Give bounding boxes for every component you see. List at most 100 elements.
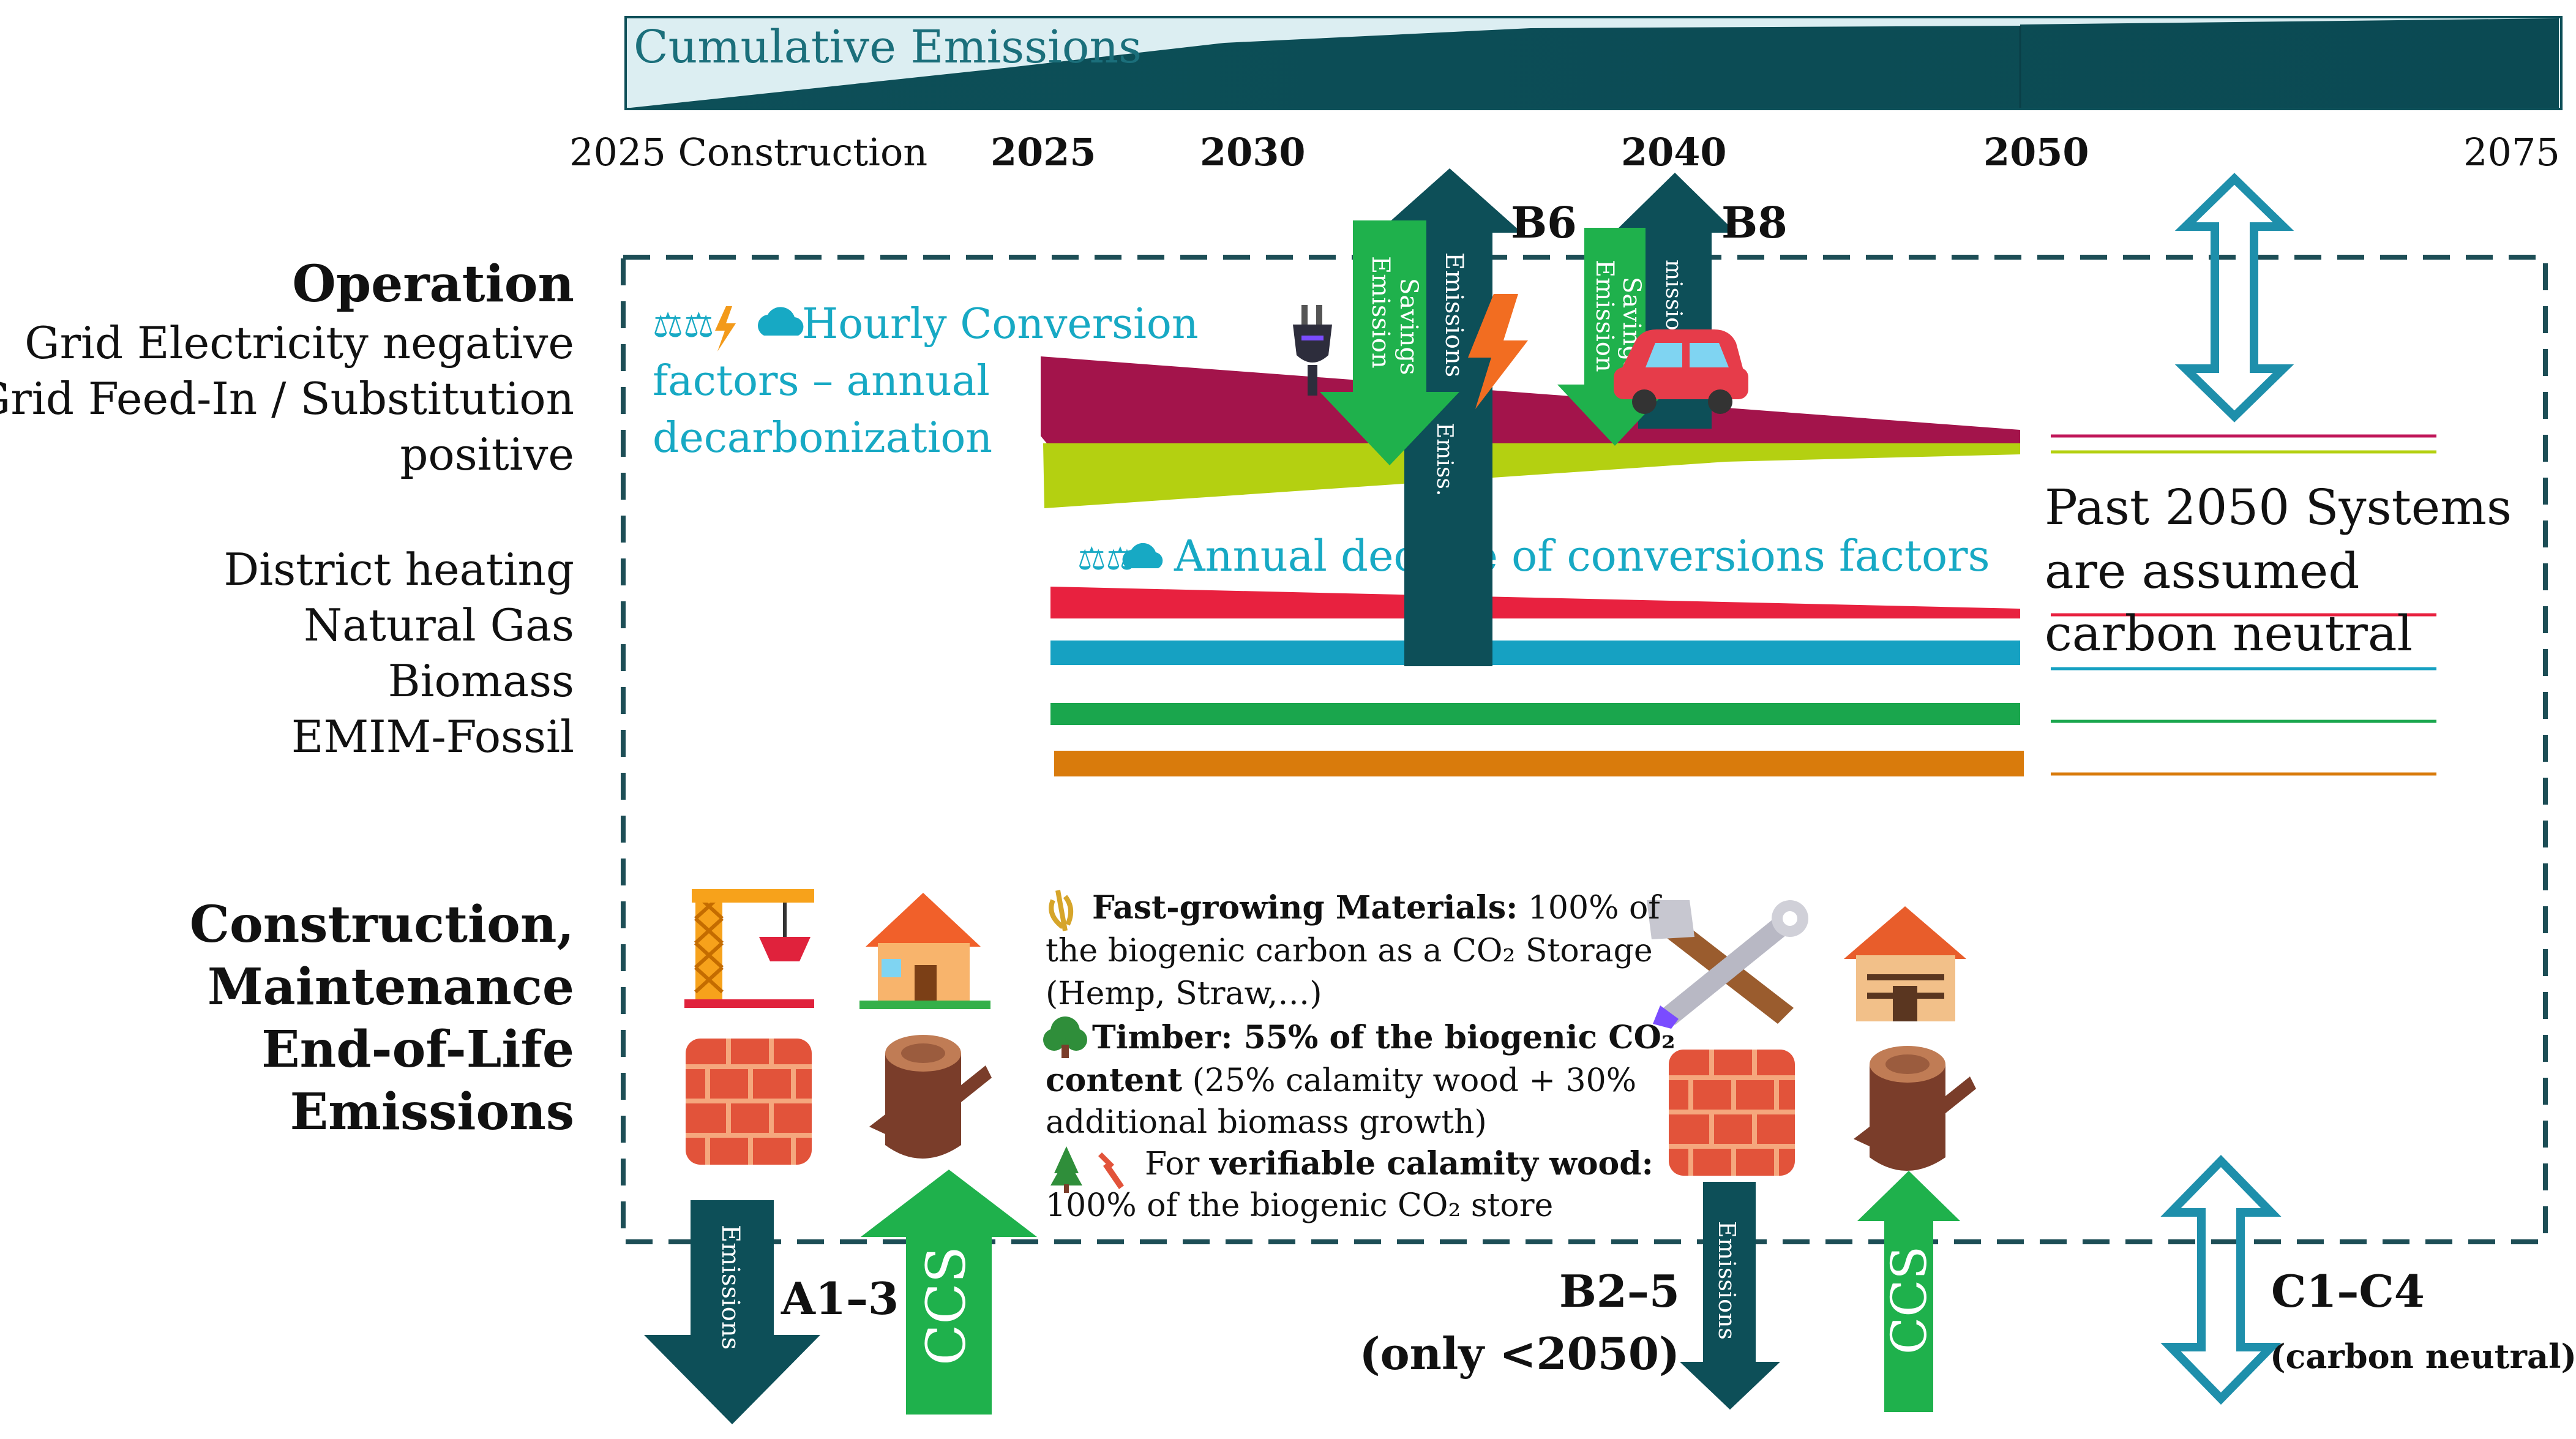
construction-heading-2: Maintenance bbox=[208, 958, 574, 1016]
year-2050: 2050 bbox=[1983, 130, 2089, 175]
b25-arrows: Emissions CCS B2–5 (only <2050) bbox=[1360, 1171, 1960, 1412]
year-2075: 2075 bbox=[2463, 130, 2560, 175]
year-2025: 2025 bbox=[990, 130, 1096, 175]
wheat-icon bbox=[1049, 890, 1074, 931]
b8-label: B8 bbox=[1721, 197, 1788, 248]
b6-emiss-label: Emiss. bbox=[1432, 423, 1457, 496]
operation-heading: Operation bbox=[292, 255, 574, 314]
bricks-icon-2 bbox=[1669, 1050, 1795, 1176]
b6-savings-down-arrow bbox=[1320, 220, 1459, 465]
calamity-line-1: For verifiable calamity wood: bbox=[1145, 1145, 1653, 1182]
a13-ccs-label: CCS bbox=[915, 1246, 978, 1366]
operation-line-3: positive bbox=[400, 429, 574, 480]
source-emim-fossil: EMIM-Fossil bbox=[291, 711, 574, 762]
b6-savings-label: Savings bbox=[1395, 278, 1423, 375]
grid-electricity-band bbox=[1041, 356, 2020, 443]
construction-icons bbox=[684, 889, 1976, 1176]
scale-icon: ⚖⚖ bbox=[653, 306, 714, 345]
b25-ccs-label: CCS bbox=[1881, 1246, 1938, 1354]
operation-line-1: Grid Electricity negative bbox=[24, 317, 574, 369]
log-icon bbox=[869, 1035, 992, 1159]
emim-fossil-band bbox=[1054, 751, 2024, 776]
construction-heading-1: Construction, bbox=[190, 895, 574, 954]
c14-label: C1–C4 bbox=[2271, 1265, 2425, 1317]
lightning-bolt-icon bbox=[1468, 294, 1528, 409]
a13-emissions-down-arrow bbox=[644, 1200, 820, 1424]
past-2050-note: Past 2050 Systems are assumed carbon neu… bbox=[2045, 479, 2512, 662]
grid-feed-in-band bbox=[1043, 443, 2020, 508]
hourly-note-line-1: Hourly Conversion bbox=[802, 300, 1199, 348]
past-2050-line-2: are assumed bbox=[2045, 543, 2359, 599]
construction-heading-3: End-of-Life bbox=[261, 1020, 574, 1079]
b6-label: B6 bbox=[1511, 197, 1577, 248]
b25-label: B2–5 bbox=[1559, 1265, 1680, 1317]
pine-icon bbox=[1050, 1146, 1082, 1185]
operation-labels: Operation Grid Electricity negative Grid… bbox=[0, 255, 574, 762]
district-heating-band bbox=[1050, 587, 2020, 618]
b25-note: (only <2050) bbox=[1360, 1328, 1680, 1380]
crane-icon bbox=[684, 889, 814, 1008]
cloud-icon-2 bbox=[1122, 543, 1163, 568]
fast-growing-line-2: the biogenic carbon as a CO₂ Storage bbox=[1046, 933, 1653, 969]
timber-line-3: additional biomass growth) bbox=[1046, 1104, 1487, 1141]
source-biomass: Biomass bbox=[388, 655, 574, 707]
tree-icon bbox=[1043, 1016, 1087, 1058]
cumulative-emissions-bar: Cumulative Emissions bbox=[624, 16, 2563, 110]
b6-arrow-group: Emission Savings Emissions Emiss. B6 bbox=[1293, 168, 1577, 666]
house-icon bbox=[859, 893, 990, 1009]
a13-arrows: Emissions CCS A1–3 bbox=[644, 1170, 1037, 1424]
c14-labels: C1–C4 (carbon neutral) bbox=[2270, 1265, 2576, 1376]
year-2025-construction: 2025 Construction bbox=[569, 130, 927, 175]
post2050-operation-double-arrow bbox=[2174, 173, 2294, 423]
past-2050-line-1: Past 2050 Systems bbox=[2045, 479, 2512, 536]
cumulative-label: Cumulative Emissions bbox=[634, 21, 1142, 73]
year-axis: 2025 Construction 2025 2030 2040 2050 20… bbox=[569, 130, 2560, 175]
damaged-house-icon bbox=[1844, 906, 1966, 1021]
calamity-line-2: 100% of the biogenic CO₂ store bbox=[1046, 1187, 1553, 1224]
timber-line-1: Timber: 55% of the biogenic CO₂ bbox=[1092, 1019, 1676, 1056]
b6-emission-label: Emission bbox=[1366, 256, 1395, 369]
a13-ccs-up-arrow bbox=[861, 1170, 1037, 1415]
cloud-icon bbox=[758, 307, 804, 336]
annual-note: ⚖⚖ Annual decline of conversions factors bbox=[1077, 531, 1990, 581]
b8-emission-label: Emission bbox=[1590, 260, 1619, 372]
hourly-note-line-3: decarbonization bbox=[653, 414, 992, 462]
hourly-note-line-2: factors – annual bbox=[653, 357, 990, 405]
biomass-band bbox=[1050, 703, 2020, 725]
past-2050-line-3: carbon neutral bbox=[2045, 605, 2413, 662]
cumulative-area bbox=[631, 18, 2559, 108]
a13-label: A1–3 bbox=[781, 1272, 899, 1324]
source-district-heating: District heating bbox=[223, 544, 574, 595]
operation-line-2: Grid Feed-In / Substitution bbox=[0, 373, 574, 424]
year-2040: 2040 bbox=[1621, 130, 1727, 175]
car-icon bbox=[1614, 329, 1748, 414]
fast-growing-line-3: (Hemp, Straw,…) bbox=[1046, 975, 1322, 1012]
timber-line-2: content (25% calamity wood + 30% bbox=[1046, 1062, 1636, 1099]
b25-emissions-down-arrow bbox=[1680, 1182, 1780, 1410]
fast-growing-line-1: Fast-growing Materials: 100% of bbox=[1092, 889, 1662, 926]
materials-note: Fast-growing Materials: 100% of the biog… bbox=[1043, 889, 1676, 1224]
operation-neutral-arrow bbox=[2174, 173, 2294, 423]
energy-source-bands bbox=[1050, 587, 2436, 776]
post2050-eol-double-arrow bbox=[2160, 1154, 2282, 1405]
axe-icon bbox=[1098, 1152, 1124, 1189]
b8-arrow-group: Emission Savings missions B8 bbox=[1557, 173, 1788, 446]
b25-ccs-up-arrow bbox=[1857, 1171, 1960, 1412]
log-icon-2 bbox=[1854, 1046, 1976, 1171]
natural-gas-band bbox=[1050, 641, 2020, 665]
hourly-note: ⚖⚖ Hourly Conversion factors – annual de… bbox=[653, 300, 1199, 462]
eol-neutral-arrow bbox=[2160, 1154, 2282, 1405]
annual-note-text: Annual decline of conversions factors bbox=[1174, 531, 1990, 581]
b25-emissions-label: Emissions bbox=[1713, 1221, 1740, 1340]
year-2030: 2030 bbox=[1200, 130, 1306, 175]
tools-icon bbox=[1647, 900, 1808, 1029]
c14-note: (carbon neutral) bbox=[2270, 1337, 2576, 1376]
b6-emissions-label: Emissions bbox=[1440, 252, 1468, 377]
plug-icon bbox=[1293, 305, 1332, 396]
construction-heading-4: Emissions bbox=[290, 1083, 574, 1141]
construction-labels: Construction, Maintenance End-of-Life Em… bbox=[190, 895, 574, 1141]
bricks-icon bbox=[686, 1039, 812, 1165]
grid-bands bbox=[1041, 356, 2436, 508]
lightning-icon bbox=[715, 306, 736, 351]
